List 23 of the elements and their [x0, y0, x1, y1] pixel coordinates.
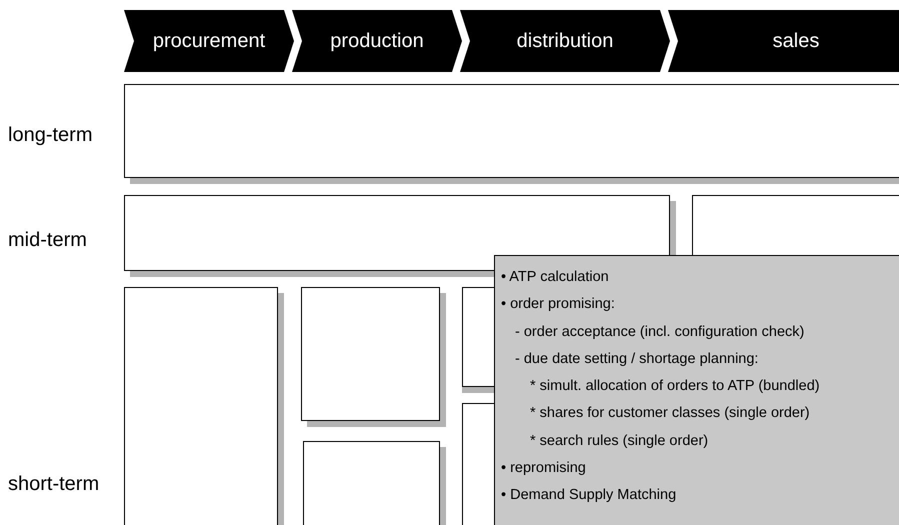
stage-label: sales: [772, 30, 820, 52]
list-item: • ATP calculation: [501, 268, 609, 287]
list-item: * search rules (single order): [530, 432, 708, 451]
list-item: * shares for customer classes (single order): [530, 404, 810, 424]
row-label: mid-term: [8, 229, 87, 252]
list-item: • order promising:: [501, 295, 615, 314]
stage-header: [292, 10, 462, 72]
stage-label: production: [330, 30, 424, 52]
row-label: long-term: [8, 124, 92, 147]
list-item: - due date setting / shortage planning:: [515, 350, 758, 369]
stage-header: [668, 10, 899, 72]
list-item: * simult. allocation of orders to ATP (bundled): [530, 377, 820, 396]
planning-box: [462, 403, 494, 525]
list-item: • Demand Supply Matching: [501, 486, 676, 506]
list-item: • repromising: [501, 459, 586, 478]
stage-label: procurement: [152, 30, 266, 52]
stage-label: distribution: [516, 30, 614, 52]
row-label: short-term: [8, 473, 100, 496]
stage-header: [460, 10, 670, 72]
note-panel: [494, 255, 899, 525]
stage-header: [124, 10, 294, 72]
planning-box: [692, 195, 899, 255]
list-item: - order acceptance (incl. configuration check): [515, 322, 804, 342]
